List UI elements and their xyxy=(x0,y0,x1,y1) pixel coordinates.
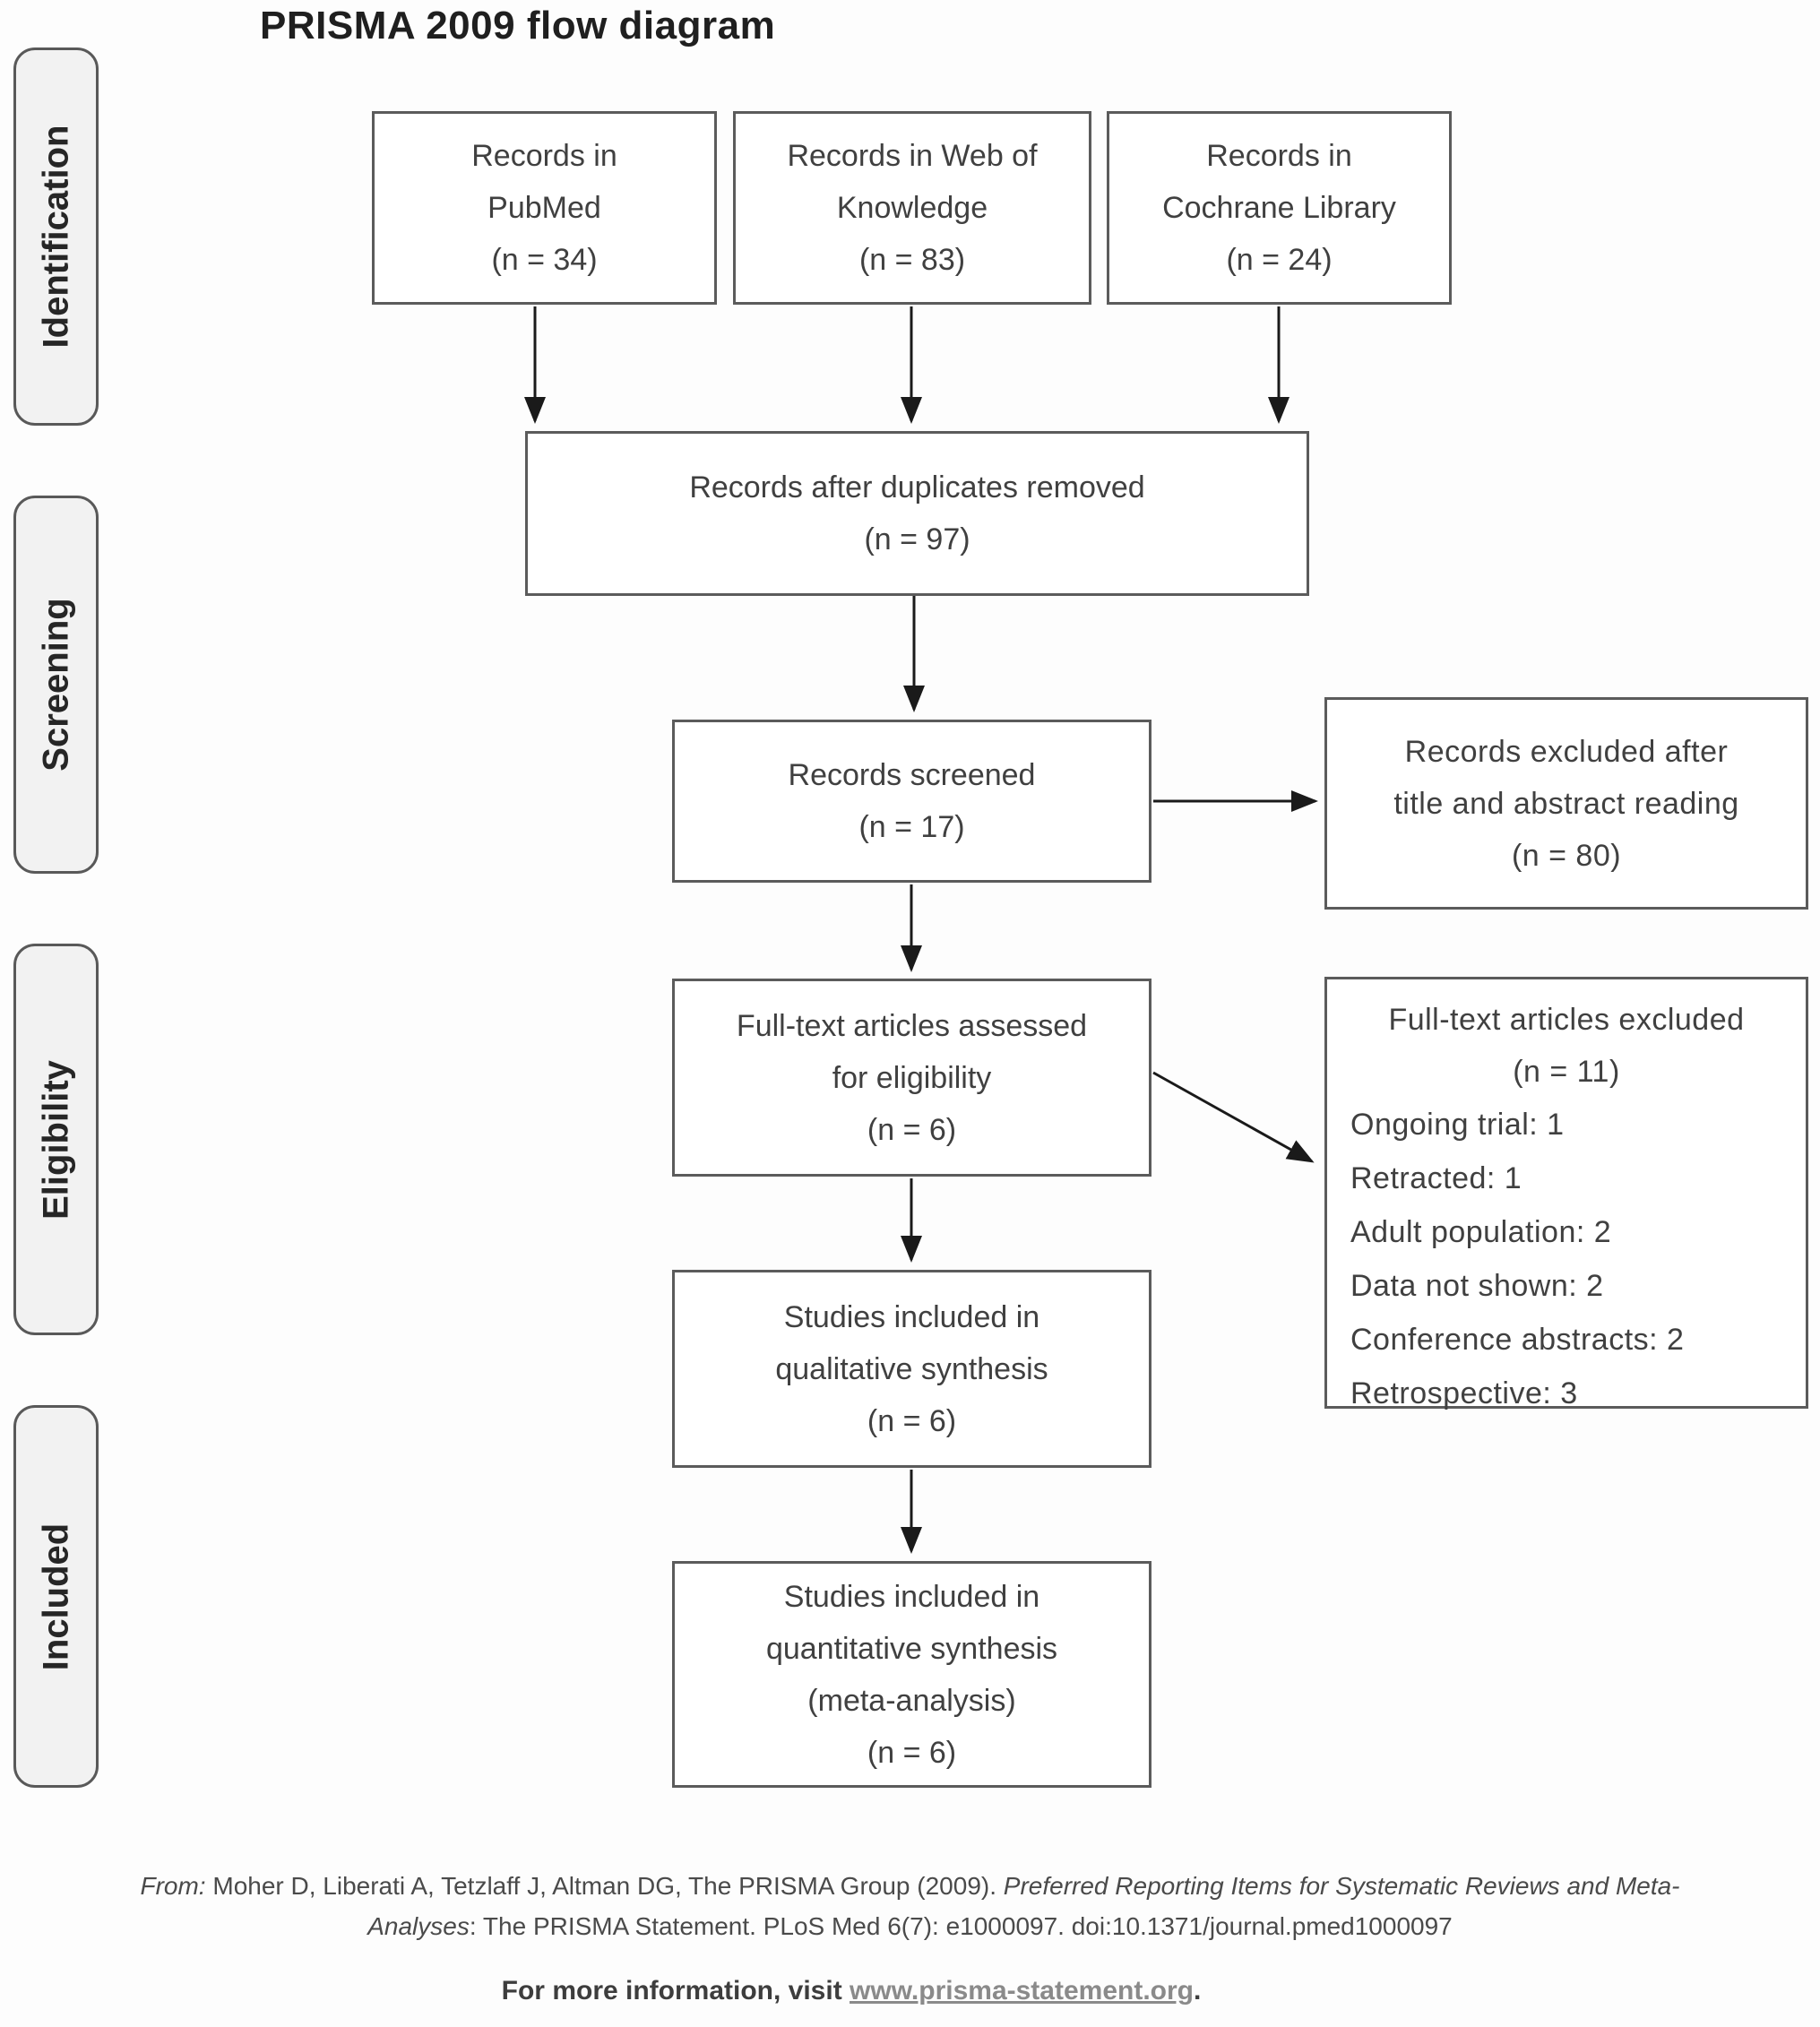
footer-period: . xyxy=(1194,1976,1202,2005)
box-line: Studies included in xyxy=(783,1579,1040,1614)
box-count: (n = 6) xyxy=(867,1403,957,1438)
citation-journal: : The PRISMA Statement. PLoS Med 6(7): e… xyxy=(469,1912,1453,1940)
citation-title-part2: Analyses xyxy=(367,1912,470,1940)
citation: From: Moher D, Liberati A, Tetzlaff J, A… xyxy=(36,1866,1784,1946)
box-line: Records after duplicates removed xyxy=(689,470,1145,505)
stage-eligibility: Eligibility xyxy=(13,944,99,1335)
exclusion-reason: Conference abstracts: 2 xyxy=(1350,1323,1685,1357)
box-records-screened: Records screened (n = 17) xyxy=(672,720,1152,883)
stage-identification: Identification xyxy=(13,47,99,426)
box-count: (n = 97) xyxy=(864,522,970,556)
box-line: quantitative synthesis xyxy=(765,1631,1058,1666)
box-count: (n = 83) xyxy=(858,243,966,277)
box-count: (n = 6) xyxy=(867,1735,957,1770)
citation-from: From: xyxy=(140,1872,206,1900)
box-records-web-of-knowledge: Records in Web of Knowledge (n = 83) xyxy=(733,111,1091,305)
box-fulltext-assessed: Full-text articles assessed for eligibil… xyxy=(672,979,1152,1177)
citation-authors: Moher D, Liberati A, Tetzlaff J, Altman … xyxy=(205,1872,1004,1900)
box-line: Full-text articles assessed xyxy=(736,1008,1088,1043)
box-quantitative-synthesis: Studies included in quantitative synthes… xyxy=(672,1561,1152,1788)
exclusion-reason: Data not shown: 2 xyxy=(1350,1269,1604,1303)
box-line: Cochrane Library xyxy=(1162,191,1396,225)
box-records-excluded: Records excluded after title and abstrac… xyxy=(1324,697,1808,910)
exclusion-reason: Adult population: 2 xyxy=(1350,1215,1612,1249)
box-count: (n = 24) xyxy=(1226,243,1333,277)
prisma-statement-link[interactable]: www.prisma-statement.org xyxy=(850,1976,1194,2005)
box-records-cochrane: Records in Cochrane Library (n = 24) xyxy=(1107,111,1452,305)
box-count: (n = 80) xyxy=(1511,838,1622,873)
stage-screening: Screening xyxy=(13,496,99,874)
box-count: (n = 11) xyxy=(1513,1055,1620,1089)
box-line: Records in xyxy=(471,139,617,173)
box-line: Records in xyxy=(1206,139,1352,173)
box-qualitative-synthesis: Studies included in qualitative synthesi… xyxy=(672,1270,1152,1468)
exclusion-reason: Retracted: 1 xyxy=(1350,1161,1522,1195)
exclusion-reason: Ongoing trial: 1 xyxy=(1350,1108,1565,1142)
box-duplicates-removed: Records after duplicates removed (n = 97… xyxy=(525,431,1309,596)
box-fulltext-excluded: Full-text articles excluded (n = 11) Ong… xyxy=(1324,977,1808,1410)
box-line: title and abstract reading xyxy=(1393,786,1739,821)
citation-line-1: From: Moher D, Liberati A, Tetzlaff J, A… xyxy=(36,1866,1784,1906)
footer: For more information, visit www.prisma-s… xyxy=(0,1976,1703,2006)
box-count: (n = 17) xyxy=(858,810,965,844)
box-line: (meta-analysis) xyxy=(807,1683,1016,1718)
exclusion-reason: Retrospective: 3 xyxy=(1350,1376,1578,1410)
arrow-fulltext-to-excluded xyxy=(1152,1071,1315,1163)
box-line: PubMed xyxy=(487,191,601,225)
citation-line-2: Analyses: The PRISMA Statement. PLoS Med… xyxy=(36,1906,1784,1946)
box-count: (n = 34) xyxy=(491,243,598,277)
box-line: Records excluded after xyxy=(1404,734,1729,769)
box-line: Records screened xyxy=(788,758,1036,792)
box-records-pubmed: Records in PubMed (n = 34) xyxy=(372,111,717,305)
box-line: for eligibility xyxy=(832,1060,992,1095)
box-line: Full-text articles excluded xyxy=(1388,1003,1745,1037)
box-line: Knowledge xyxy=(836,191,988,225)
citation-title-part1: Preferred Reporting Items for Systematic… xyxy=(1003,1872,1680,1900)
box-line: Records in Web of xyxy=(787,139,1038,173)
box-line: qualitative synthesis xyxy=(775,1351,1048,1386)
stage-included: Included xyxy=(13,1405,99,1788)
box-count: (n = 6) xyxy=(867,1112,957,1147)
box-line: Studies included in xyxy=(783,1299,1040,1334)
page-title: PRISMA 2009 flow diagram xyxy=(260,4,776,47)
footer-text: For more information, visit xyxy=(501,1976,850,2005)
